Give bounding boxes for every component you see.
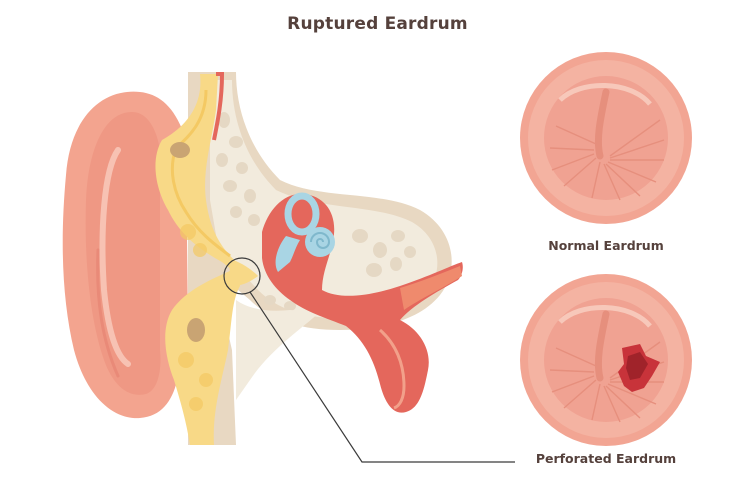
blood-vessel (212, 72, 225, 141)
ear-canal (228, 258, 258, 286)
normal-eardrum-label: Normal Eardrum (548, 238, 664, 253)
inner-ear-cochlea (275, 192, 335, 272)
eardrum-normal-icon (520, 52, 692, 224)
canal-floor (236, 300, 320, 400)
eardrum-callout (223, 257, 515, 463)
perforated-eardrum-label: Perforated Eardrum (535, 451, 677, 466)
ear-cartilage (155, 74, 240, 445)
diagram-title: Ruptured Eardrum (287, 14, 468, 34)
eardrum-perforated-icon (520, 274, 692, 446)
